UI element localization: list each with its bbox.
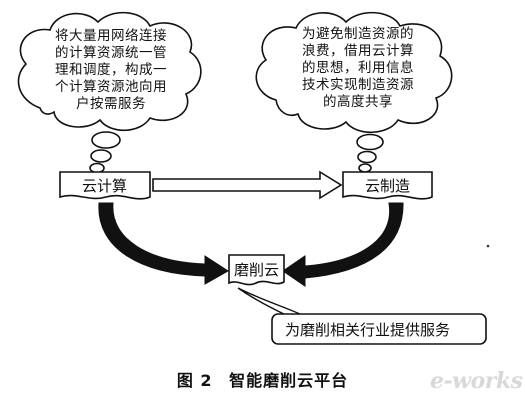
right-cloud-line: 浪费，借用云计算 [302,43,414,59]
left-cloud-line: 个计算资源池向用 [55,79,167,95]
figure-number: 图 2 [176,371,213,390]
left-cloud-line: 的计算资源统一管 [55,45,167,61]
cloud-manufacturing-label: 云制造 [365,177,411,195]
curved-arrow-right-to-grinding [282,202,404,287]
right-thought-bubble-small [358,163,372,173]
figure-caption: 图 2 智能磨削云平台 [0,367,525,391]
left-cloud-line: 将大量用网络连接 [55,28,167,44]
right-cloud-text: 为避免制造资源的 浪费，借用云计算 的思想，利用信息 技术实现制造资源 的高度共… [283,26,433,111]
left-thought-bubble-large [91,131,121,149]
service-note-label: 为磨削相关行业提供服务 [285,321,451,339]
curved-arrow-left-to-grinding [98,202,229,285]
left-thought-bubble-small [89,162,105,174]
grinding-cloud-label: 磨削云 [234,261,280,279]
left-thought-bubble-medium [90,149,112,163]
left-thought-cloud [17,11,202,174]
right-cloud-line: 为避免制造资源的 [302,26,414,42]
hollow-arrow-compute-to-manufacture [152,170,343,200]
cloud-computing-box [59,171,151,200]
right-cloud-line: 的思想，利用信息 [302,60,414,76]
right-thought-bubble-medium [357,150,377,164]
grinding-cloud-box [228,254,285,286]
watermark-logo: e-works [430,368,523,394]
right-cloud-line: 技术实现制造资源 [302,77,414,93]
right-thought-bubble-large [356,133,384,151]
right-thought-cloud [255,11,453,173]
left-cloud-line: 户按需服务 [76,96,146,112]
right-cloud-line: 的高度共享 [323,94,393,110]
left-cloud-text: 将大量用网络连接 的计算资源统一管 理和调度，构成一 个计算资源池向用 户按需服… [36,28,186,113]
cloud-manufacturing-box [342,171,433,200]
figure-title: 智能磨削云平台 [229,371,349,390]
left-cloud-line: 理和调度，构成一 [55,62,167,78]
cloud-computing-label: 云计算 [82,177,128,195]
service-note-box [271,313,487,345]
stray-dot [486,244,490,248]
